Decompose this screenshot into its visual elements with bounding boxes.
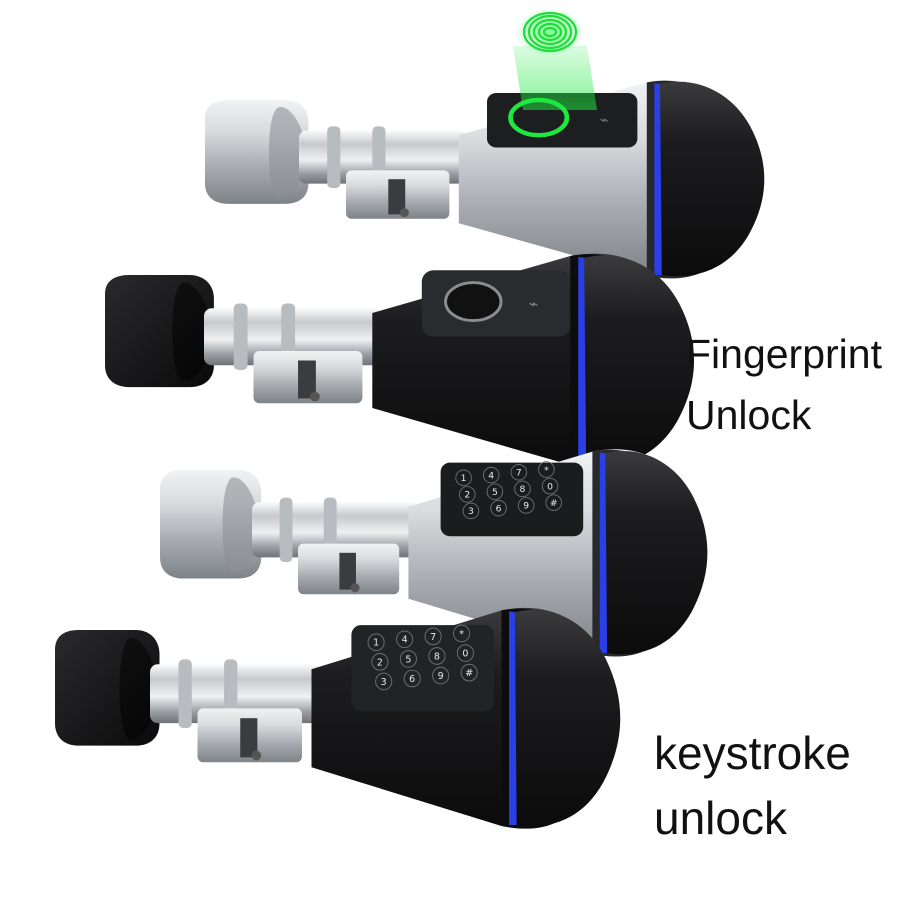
caption-keystroke-line2: unlock bbox=[654, 792, 787, 844]
fingerprint-sensor-icon bbox=[444, 281, 503, 323]
keypad-key-label: 8 bbox=[434, 651, 440, 662]
keypad-key-label: 6 bbox=[409, 674, 415, 685]
keypad-key bbox=[371, 653, 389, 671]
keypad-key-label: # bbox=[550, 498, 558, 509]
keypad-key-label: * bbox=[459, 629, 464, 640]
keypad-key bbox=[459, 486, 476, 503]
keypad-key-label: 8 bbox=[520, 484, 526, 495]
keypad-key-label: 4 bbox=[488, 470, 494, 481]
keypad-key bbox=[460, 663, 478, 682]
caption-keystroke-line1: keystroke bbox=[654, 727, 851, 779]
keypad-key bbox=[432, 666, 450, 685]
keypad-key-label: 9 bbox=[523, 501, 529, 512]
keypad-key bbox=[545, 494, 563, 511]
keypad-key bbox=[403, 669, 421, 688]
fingerprint-scan-icon bbox=[513, 8, 597, 110]
keypad-key bbox=[482, 466, 500, 484]
keypad-key-label: 2 bbox=[377, 657, 383, 668]
keypad-key bbox=[424, 627, 442, 646]
keypad-key bbox=[462, 502, 480, 520]
keypad-key-label: 0 bbox=[462, 648, 468, 659]
keypad-key-label: 7 bbox=[430, 632, 436, 643]
keypad-key-label: * bbox=[544, 465, 549, 476]
keypad: 1 2 3 4 5 6 7 8 9 * 0 # bbox=[440, 461, 584, 537]
keypad-key-label: 9 bbox=[438, 671, 444, 682]
keypad-key-label: 6 bbox=[496, 503, 502, 514]
keypad-key-label: 1 bbox=[461, 473, 467, 484]
keypad-key bbox=[375, 672, 393, 691]
keypad-key-label: 1 bbox=[373, 638, 379, 649]
keypad-key bbox=[455, 469, 472, 487]
keypad-key-label: # bbox=[465, 668, 473, 679]
keypad-key-label: 7 bbox=[516, 468, 522, 479]
keypad: 1 2 3 4 5 6 7 8 9 * 0 # bbox=[351, 624, 494, 712]
lock-silver-keypad: 1 2 3 4 5 6 7 8 9 * 0 # bbox=[160, 449, 708, 657]
keypad-key-label: 5 bbox=[405, 654, 411, 665]
caption-fingerprint-line1: Fingerprint bbox=[686, 331, 882, 377]
keypad-key bbox=[541, 477, 559, 495]
keypad-key bbox=[428, 647, 446, 665]
keypad-key-label: 0 bbox=[547, 481, 553, 492]
keypad-key bbox=[396, 630, 414, 649]
keypad-key bbox=[517, 497, 535, 514]
keypad-key-label: 4 bbox=[402, 635, 408, 646]
keypad-key-label: 3 bbox=[381, 677, 387, 688]
keypad-key bbox=[514, 480, 531, 498]
keypad-key bbox=[367, 633, 385, 652]
keypad-key bbox=[510, 464, 528, 481]
caption-fingerprint-line2: Unlock bbox=[686, 392, 812, 438]
lock-black-fingerprint: ⌁ bbox=[105, 253, 695, 468]
keypad-key-label: 5 bbox=[492, 487, 498, 498]
lock-silver-fingerprint: ⌁ bbox=[205, 80, 765, 279]
keypad-key bbox=[453, 624, 471, 643]
nfc-icon: ⌁ bbox=[529, 295, 539, 313]
keypad-key bbox=[486, 483, 504, 500]
keypad-key bbox=[456, 644, 474, 662]
keypad-key bbox=[490, 499, 507, 517]
lock-black-keypad: 1 2 3 4 5 6 7 8 9 * 0 # bbox=[55, 607, 621, 829]
nfc-icon: ⌁ bbox=[600, 112, 609, 128]
keypad-key bbox=[399, 650, 417, 668]
keypad-key-label: 3 bbox=[468, 506, 474, 517]
keypad-key-label: 2 bbox=[464, 490, 470, 501]
keypad-key bbox=[538, 461, 555, 478]
